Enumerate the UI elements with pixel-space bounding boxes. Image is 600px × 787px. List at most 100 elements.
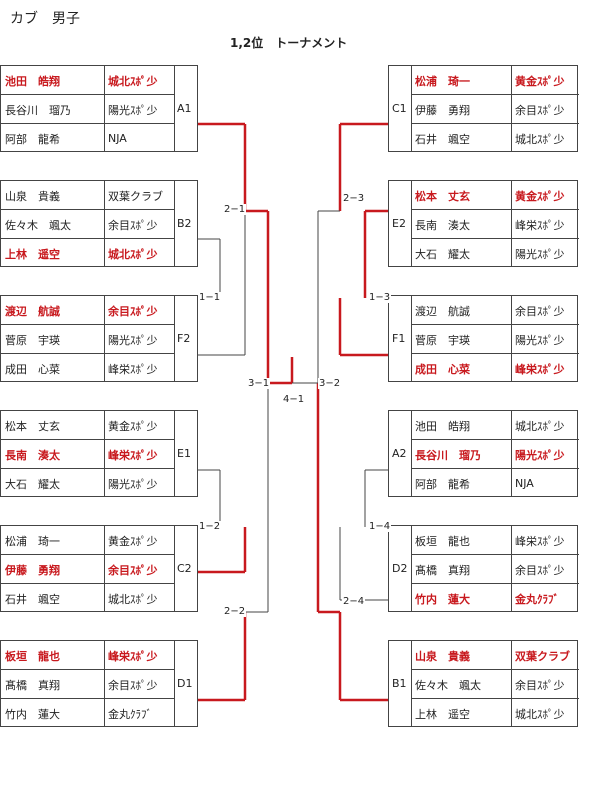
row-divider xyxy=(1,583,174,584)
col-divider xyxy=(174,296,175,381)
group-id: F1 xyxy=(392,332,406,345)
player-club: 黄金ｽﾎﾟ少 xyxy=(515,74,565,88)
row-divider xyxy=(411,439,579,440)
row-divider xyxy=(1,698,174,699)
player-name: 阿部 龍希 xyxy=(5,132,60,146)
player-name: 成田 心菜 xyxy=(415,362,470,376)
match-label: 1−4 xyxy=(368,521,392,532)
match-label: 2−4 xyxy=(342,596,366,607)
match-label: 1−3 xyxy=(368,292,392,303)
col-divider xyxy=(411,66,412,151)
match-label: 3−1 xyxy=(247,378,271,389)
player-club: 峰栄ｽﾎﾟ少 xyxy=(515,534,565,548)
player-name: 伊藤 勇翔 xyxy=(5,563,60,577)
row-divider xyxy=(411,583,579,584)
col-divider xyxy=(411,296,412,381)
player-name: 石井 颯空 xyxy=(5,592,60,606)
col-divider xyxy=(174,411,175,496)
player-club: 峰栄ｽﾎﾟ少 xyxy=(108,362,158,376)
col-divider xyxy=(104,526,105,611)
player-name: 松浦 琦一 xyxy=(5,534,60,548)
row-divider xyxy=(411,123,579,124)
col-divider xyxy=(511,641,512,726)
player-club: 城北ｽﾎﾟ少 xyxy=(515,132,565,146)
player-name: 池田 皓翔 xyxy=(5,74,60,88)
row-divider xyxy=(411,468,579,469)
col-divider xyxy=(511,66,512,151)
player-name: 髙橋 真翔 xyxy=(415,563,470,577)
player-club: 陽光ｽﾎﾟ少 xyxy=(108,103,158,117)
player-name: 大石 耀太 xyxy=(415,247,470,261)
row-divider xyxy=(411,669,579,670)
player-name: 山泉 貴義 xyxy=(415,649,470,663)
player-name: 板垣 龍也 xyxy=(415,534,470,548)
player-club: 黄金ｽﾎﾟ少 xyxy=(108,419,158,433)
row-divider xyxy=(411,554,579,555)
row-divider xyxy=(1,468,174,469)
player-name: 髙橋 真翔 xyxy=(5,678,60,692)
match-label: 2−1 xyxy=(223,204,247,215)
player-club: 黄金ｽﾎﾟ少 xyxy=(515,189,565,203)
player-name: 大石 耀太 xyxy=(5,477,60,491)
player-name: 佐々木 颯太 xyxy=(5,218,71,232)
col-divider xyxy=(511,296,512,381)
player-club: 城北ｽﾎﾟ少 xyxy=(108,74,158,88)
player-name: 長南 湊太 xyxy=(415,218,470,232)
player-name: 伊藤 勇翔 xyxy=(415,103,470,117)
match-label: 4−1 xyxy=(282,394,306,405)
player-name: 池田 皓翔 xyxy=(415,419,470,433)
player-club: 金丸ｸﾗﾌﾞ xyxy=(515,592,559,606)
row-divider xyxy=(1,353,174,354)
col-divider xyxy=(411,411,412,496)
player-name: 松本 丈玄 xyxy=(415,189,470,203)
col-divider xyxy=(411,181,412,266)
player-club: NJA xyxy=(515,477,534,490)
col-divider xyxy=(104,181,105,266)
col-divider xyxy=(174,181,175,266)
group-id: A2 xyxy=(392,447,407,460)
col-divider xyxy=(411,641,412,726)
player-club: 城北ｽﾎﾟ少 xyxy=(108,592,158,606)
player-name: 阿部 龍希 xyxy=(415,477,470,491)
row-divider xyxy=(1,209,174,210)
player-club: 峰栄ｽﾎﾟ少 xyxy=(108,649,158,663)
group-id: D2 xyxy=(392,562,408,575)
player-name: 菅原 宇瑛 xyxy=(415,333,470,347)
player-club: 双葉クラブ xyxy=(108,189,163,203)
player-club: 陽光ｽﾎﾟ少 xyxy=(515,448,565,462)
player-name: 山泉 貴義 xyxy=(5,189,60,203)
player-club: 峰栄ｽﾎﾟ少 xyxy=(515,362,565,376)
player-name: 松本 丈玄 xyxy=(5,419,60,433)
row-divider xyxy=(1,439,174,440)
col-divider xyxy=(511,411,512,496)
group-id: F2 xyxy=(177,332,191,345)
player-club: NJA xyxy=(108,132,127,145)
row-divider xyxy=(411,324,579,325)
col-divider xyxy=(104,66,105,151)
page-title: カブ 男子 xyxy=(10,11,80,27)
group-id: A1 xyxy=(177,102,192,115)
group-id: B1 xyxy=(392,677,407,690)
row-divider xyxy=(411,209,579,210)
col-divider xyxy=(104,411,105,496)
col-divider xyxy=(411,526,412,611)
col-divider xyxy=(511,526,512,611)
player-name: 成田 心菜 xyxy=(5,362,60,376)
player-club: 陽光ｽﾎﾟ少 xyxy=(108,477,158,491)
row-divider xyxy=(1,554,174,555)
player-club: 余目ｽﾎﾟ少 xyxy=(108,678,158,692)
player-name: 渡辺 航誠 xyxy=(5,304,60,318)
col-divider xyxy=(174,66,175,151)
group-id: B2 xyxy=(177,217,192,230)
player-club: 黄金ｽﾎﾟ少 xyxy=(108,534,158,548)
player-club: 余目ｽﾎﾟ少 xyxy=(515,304,565,318)
match-label: 1−2 xyxy=(198,521,222,532)
player-name: 板垣 龍也 xyxy=(5,649,60,663)
